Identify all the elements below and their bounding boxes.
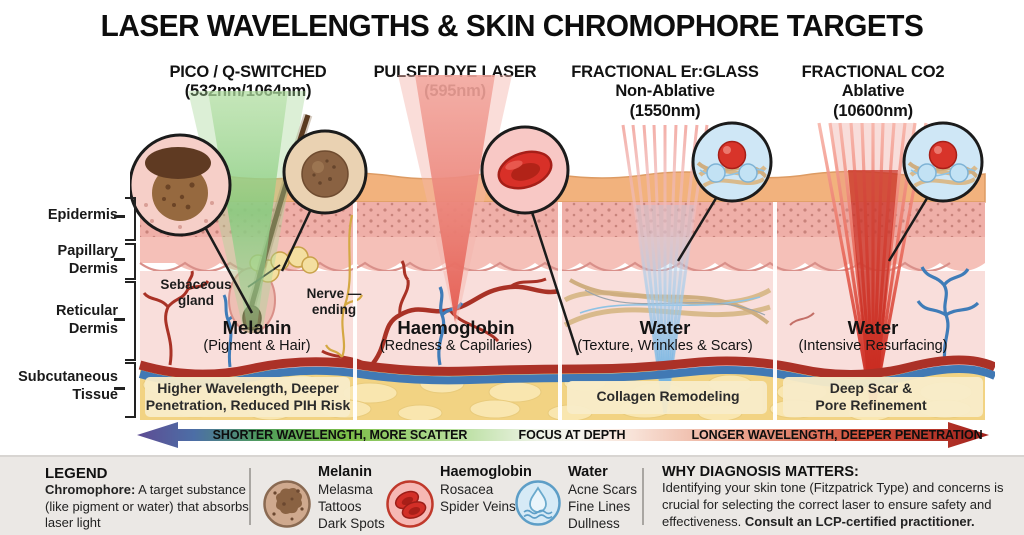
- co2-core-beam: [848, 170, 898, 410]
- why-diagnosis-block: WHY DIAGNOSIS MATTERS: Identifying your …: [662, 464, 1014, 531]
- laser-mode: Ablative: [841, 82, 905, 101]
- pdl-beam: [415, 75, 495, 322]
- target-sub: (Intensive Resurfacing): [798, 338, 948, 355]
- legend-item-haemoglobin: Haemoglobin Rosacea Spider Veins: [440, 463, 532, 515]
- reticular-dermis-band: [140, 271, 985, 376]
- haemoglobin-icon: [386, 480, 434, 528]
- chromophore-def-text: A target substance (like pigment or wate…: [45, 482, 249, 531]
- tick-papillary: [114, 258, 125, 261]
- why-body-text: Identifying your skin tone (Fitzpatrick …: [662, 480, 1004, 529]
- legend-item-name: Water: [568, 464, 608, 480]
- laser-mode: Non-Ablative: [615, 82, 715, 101]
- legend-block: LEGEND Chromophore: A target substance (…: [45, 465, 250, 532]
- red-capillary-left: [142, 270, 210, 366]
- target-label-water-co2: Water (Intensive Resurfacing): [763, 317, 983, 356]
- sebaceous-gland-label: Sebaceous gland: [160, 277, 232, 309]
- laser-name: PICO / Q-SWITCHED: [169, 63, 327, 81]
- magnifier-callouts: [130, 121, 982, 237]
- legend-title: LEGEND: [45, 465, 108, 482]
- legend-item-conditions: Melasma Tattoos Dark Spots: [318, 482, 385, 532]
- callout-connectors: [203, 194, 931, 356]
- axis-label-right: LONGER WAVELENGTH, DEEPER PENETRATION: [691, 428, 983, 442]
- water-icon: [515, 480, 561, 526]
- water-molecule-callout: [691, 121, 773, 203]
- blue-vessel-pdl: [437, 286, 464, 366]
- page-title: LASER WAVELENGTHS & SKIN CHROMOPHORE TAR…: [100, 8, 924, 43]
- legend-item-name: Melanin: [318, 464, 372, 480]
- chromophore-term: Chromophore:: [45, 482, 136, 497]
- why-diagnosis-body: Identifying your skin tone (Fitzpatrick …: [662, 480, 1014, 531]
- tick-subcutaneous: [114, 387, 125, 390]
- legend-strip: LEGEND Chromophore: A target substance (…: [0, 455, 1024, 535]
- why-diagnosis-title: WHY DIAGNOSIS MATTERS:: [662, 464, 859, 480]
- layer-label-reticular-dermis: Reticular Dermis: [55, 303, 118, 338]
- bracket-subcutaneous: [125, 362, 136, 418]
- layer-label-subcutaneous-tissue: Subcutaneous Tissue: [18, 369, 118, 404]
- target-label-water-erglass: Water (Texture, Wrinkles & Scars): [555, 317, 775, 356]
- target-name: Haemoglobin: [397, 317, 515, 338]
- column-header-co2: FRACTIONAL CO2 Ablative (10600nm): [761, 63, 985, 121]
- target-label-haemoglobin: Haemoglobin (Redness & Capillaries): [346, 317, 566, 356]
- target-name: Water: [847, 317, 899, 338]
- note-boxes: [145, 377, 983, 417]
- laser-wavelength: (1550nm): [629, 101, 701, 120]
- red-blood-cell-art: [497, 150, 553, 190]
- target-label-melanin: Melanin (Pigment & Hair): [148, 317, 366, 356]
- double-arrow: [137, 422, 989, 448]
- water-molecule-callout-co2: [904, 123, 982, 201]
- layer-label-papillary-dermis: Papillary Dermis: [57, 243, 118, 278]
- tick-reticular: [114, 318, 125, 321]
- melanosome-art: [301, 150, 349, 198]
- column-dividers: [353, 202, 777, 420]
- wavelength-axis-arrow: [137, 422, 989, 448]
- laser-name: FRACTIONAL CO2: [801, 63, 945, 81]
- pico-beam: [208, 91, 288, 327]
- tick-epidermis: [114, 215, 125, 218]
- target-name: Water: [639, 317, 691, 338]
- target-sub: (Texture, Wrinkles & Scars): [577, 338, 753, 355]
- laser-wavelength: (10600nm): [833, 101, 913, 120]
- legend-divider-2: [642, 468, 644, 525]
- why-body-bold: Consult an LCP-certified practitioner.: [744, 513, 975, 529]
- bracket-papillary: [125, 243, 136, 280]
- target-sub: (Pigment & Hair): [203, 338, 311, 355]
- melanin-icon: [263, 480, 311, 528]
- target-sub: (Redness & Capillaries): [379, 338, 533, 355]
- chromophore-definition: Chromophore: A target substance (like pi…: [45, 482, 250, 532]
- blue-vessel-co2: [916, 266, 980, 364]
- laser-name: PULSED DYE LASER: [373, 63, 537, 81]
- bracket-epidermis: [125, 197, 136, 241]
- legend-item-melanin: Melanin Melasma Tattoos Dark Spots: [318, 463, 385, 532]
- red-vessel-band: [138, 355, 995, 380]
- note-co2: Deep Scar & Pore Refinement: [815, 380, 927, 414]
- axis-label-left: SHORTER WAVELENGTH, MORE SCATTER: [212, 428, 468, 442]
- melanin-tissue-art: [144, 147, 214, 229]
- legend-item-water: Water Acne Scars Fine Lines Dullness: [568, 463, 637, 532]
- skin-cross-section-illustration: [130, 75, 995, 420]
- laser-name: FRACTIONAL Er:GLASS: [571, 63, 759, 81]
- legend-item-name: Haemoglobin: [440, 464, 532, 480]
- legend-divider-1: [249, 468, 251, 525]
- red-twig-co2: [789, 312, 815, 326]
- target-name: Melanin: [222, 317, 292, 338]
- note-pico: Higher Wavelength, Deeper Penetration, R…: [145, 380, 351, 414]
- nerve-ending-label: Nerve — ending: [306, 286, 362, 318]
- bracket-reticular: [125, 281, 136, 361]
- layer-label-epidermis: Epidermis: [47, 207, 118, 223]
- axis-label-center: FOCUS AT DEPTH: [518, 428, 626, 442]
- note-erglass: Collagen Remodeling: [596, 388, 740, 404]
- legend-item-conditions: Rosacea Spider Veins: [440, 482, 516, 515]
- legend-item-conditions: Acne Scars Fine Lines Dullness: [568, 482, 638, 532]
- column-header-erglass: FRACTIONAL Er:GLASS Non-Ablative (1550nm…: [553, 63, 777, 121]
